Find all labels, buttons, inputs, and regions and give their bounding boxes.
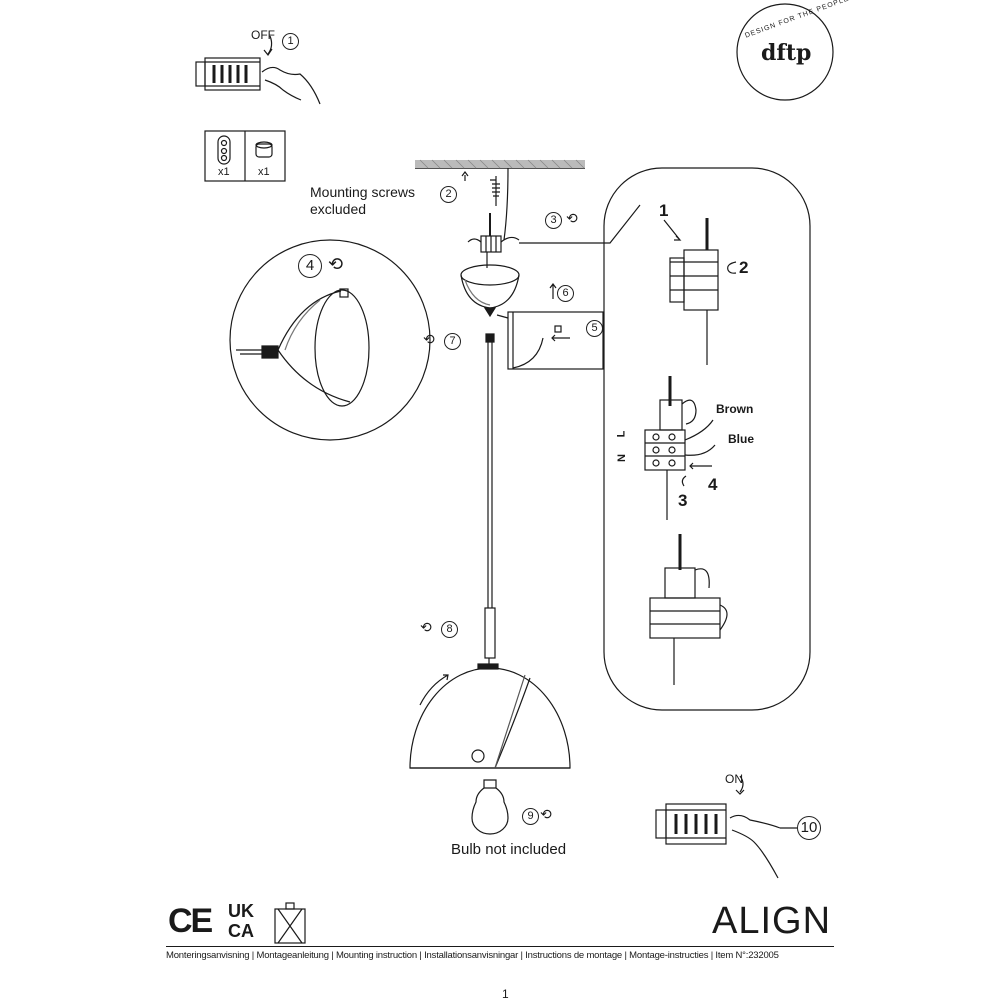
step-9-marker: 9 [522, 808, 539, 825]
blue-wire-label: Blue [728, 432, 755, 446]
live-label: L [615, 430, 628, 438]
wiring-step-4: 4 [708, 475, 718, 494]
step-5-marker: 5 [586, 320, 603, 337]
brand-logo-circle [736, 3, 834, 101]
wiring-step-2: 2 [739, 258, 749, 277]
footer-divider [166, 946, 834, 947]
step-7-marker: 7 [444, 333, 461, 350]
step-6-marker: 6 [557, 285, 574, 302]
rotate-icon: ⟲ [540, 806, 552, 822]
brand-logo: dftp [761, 40, 812, 66]
rotate-icon: ⟲ [566, 210, 578, 226]
step-10-marker: 10 [797, 816, 821, 840]
rotate-icon: ⟲ [420, 619, 432, 635]
step-3-marker: 3 [545, 212, 562, 229]
rotate-icon: ⟲ [328, 254, 344, 274]
step-2-marker: 2 [440, 186, 457, 203]
terminal-block-detail-1 [663, 218, 737, 365]
step-4-marker: 4 [298, 254, 322, 278]
mounting-screws-note-line1: Mounting screws [310, 184, 416, 200]
page-number: 1 [502, 987, 509, 1001]
terminal-block-detail-3 [649, 534, 728, 685]
product-name: ALIGN [712, 900, 832, 942]
connector-quantity: x1 [258, 166, 270, 178]
switch-on-label: ON [725, 772, 743, 786]
switch-off-label: OFF [251, 28, 275, 42]
instruction-languages: Monteringsanvisning | Montageanleitung |… [166, 950, 779, 961]
ukca-mark-top: UK [228, 901, 254, 921]
rotate-icon: ⟲ [423, 331, 435, 347]
switch-panel-on-illustration [655, 775, 797, 879]
ukca-mark-bottom: CA [228, 921, 254, 941]
step-8-marker: 8 [441, 621, 458, 638]
plate-quantity: x1 [218, 166, 230, 178]
ce-mark: CE [168, 902, 213, 940]
neutral-label: N [615, 454, 628, 462]
wiring-step-1: 1 [659, 201, 669, 220]
step-1-marker: 1 [282, 33, 299, 50]
mounting-screws-note-line2: excluded [310, 201, 367, 217]
terminal-block-detail-2 [644, 376, 716, 520]
switch-panel-off-illustration [195, 35, 321, 105]
brown-wire-label: Brown [716, 402, 754, 416]
wiring-step-3: 3 [678, 491, 688, 510]
bulb-note: Bulb not included [451, 841, 567, 858]
